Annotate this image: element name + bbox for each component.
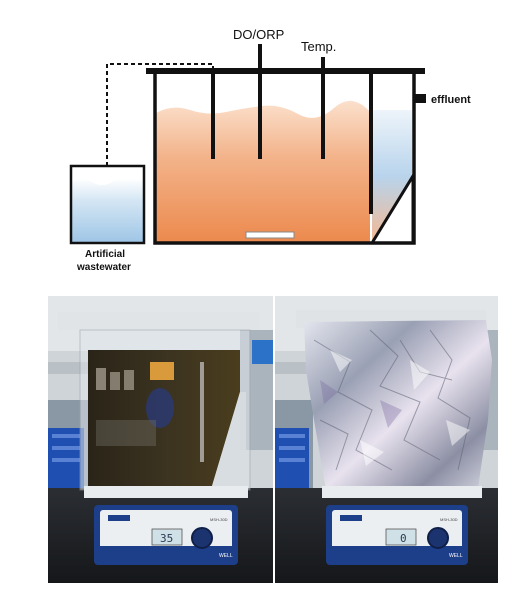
stirrer-right-brand: WELL [449, 553, 463, 559]
tank-label-line1: Artificial [85, 249, 125, 260]
reactor-walls [153, 72, 416, 245]
feed-line [106, 63, 214, 166]
tank-label-line2: wastewater [76, 262, 131, 273]
stirrer-right-lcd [385, 528, 417, 546]
effluent-outlet [414, 94, 426, 103]
schematic: effluent DO/ORP Temp. Artificial wastewa… [69, 27, 471, 273]
foil-wrap [304, 320, 492, 490]
stirrer-left-display: 35 [160, 532, 173, 545]
stirrer-left-lcd [151, 528, 183, 546]
photo-left: 35 MSH-30D WELL [48, 296, 273, 583]
effluent-label: effluent [431, 94, 471, 106]
reactor-lid [146, 68, 425, 74]
stir-bar [245, 231, 295, 239]
stirrer-left-knob [191, 527, 213, 549]
stirrer-right-knob [427, 527, 449, 549]
probe-do-orp [258, 44, 262, 159]
probe-1 [211, 74, 215, 159]
feed-tank-water [72, 178, 143, 242]
temp-label: Temp. [301, 39, 336, 54]
stirrer-right-display: 0 [400, 532, 407, 545]
stirrer-right-model: MSH-30D [440, 517, 458, 522]
stirrer-left-model: MSH-30D [210, 517, 228, 522]
do-orp-label: DO/ORP [233, 27, 284, 42]
photo-right: 0 MSH-30D WELL [275, 296, 498, 583]
baffle [369, 74, 373, 214]
stirrer-left-brand: WELL [219, 553, 233, 559]
reactor-liquid [156, 100, 370, 242]
probe-temp [321, 57, 325, 159]
